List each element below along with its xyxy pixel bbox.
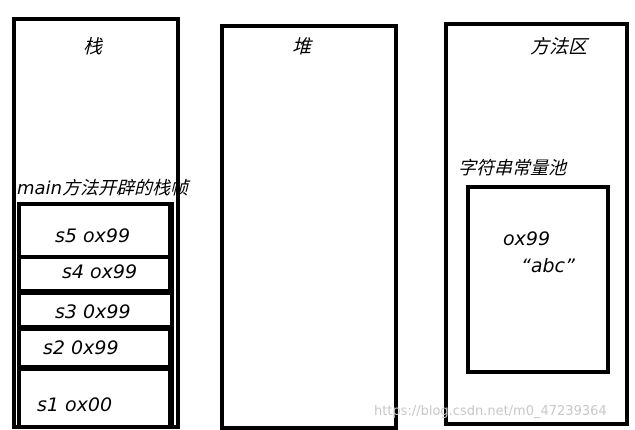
pool-value-text: “abc” [521,255,575,277]
stack-slot-s3 [17,292,174,328]
watermark: https://blog.csdn.net/m0_47239364 [374,404,607,419]
stack-title: 栈 [83,36,103,58]
stack-slot-s4 [17,256,171,292]
pool-address-text: ox99 [503,228,551,250]
stack-slot-s2 [17,328,171,368]
string-pool-label: 字符串常量池 [458,158,566,179]
stack-slot-s1-text: s1 ox00 [37,394,113,416]
string-constant-pool [466,185,610,374]
stack-slot-s5-text: s5 ox99 [55,225,131,247]
stack-slot-s2-text: s2 0x99 [43,337,119,359]
stack-slot-s4-text: s4 ox99 [62,261,138,283]
stack-slot-s3-text: s3 0x99 [55,301,131,323]
stack-region [12,17,180,429]
method-area-title: 方法区 [530,36,588,58]
heap-region [220,24,398,430]
stack-slot-s1 [17,368,171,429]
heap-title: 堆 [292,36,312,58]
main-frame-label: main方法开辟的栈帧 [17,178,188,199]
